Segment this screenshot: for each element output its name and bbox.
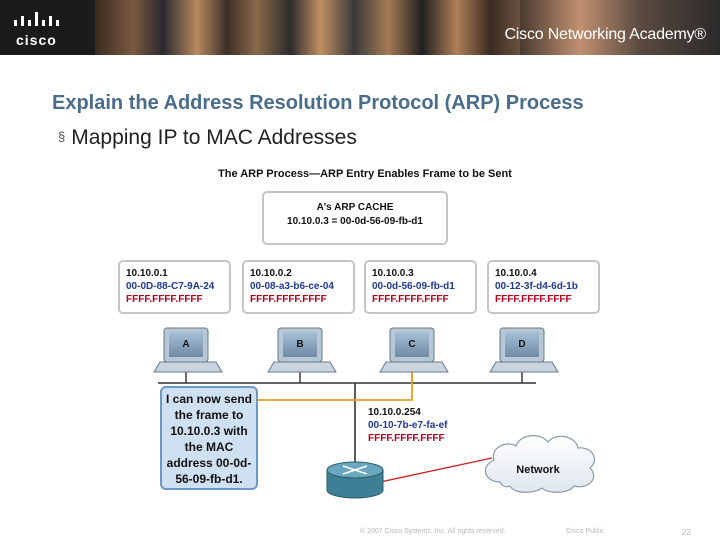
host-b-broadcast: FFFF.FFFF.FFFF (250, 294, 327, 305)
cisco-logo-text: cisco (16, 32, 57, 48)
pc-d-icon[interactable]: D (489, 327, 559, 373)
pc-b-label: B (296, 339, 303, 350)
banner: cisco Cisco Networking Academy® (0, 0, 720, 55)
host-a-broadcast: FFFF.FFFF.FFFF (126, 294, 203, 305)
pc-c-label: C (408, 339, 415, 350)
diagram-title: The ARP Process—ARP Entry Enables Frame … (218, 168, 512, 180)
wan-link (379, 457, 493, 483)
gateway-broadcast: FFFF.FFFF.FFFF (368, 433, 445, 444)
host-c-info-box: 10.10.0.3 00-0d-56-09-fb-d1 FFFF.FFFF.FF… (364, 260, 477, 314)
pc-a-icon[interactable]: A (153, 327, 223, 373)
gateway-mac: 00-10-7b-e7-fa-ef (368, 420, 448, 431)
host-b-mac: 00-08-a3-b6-ce-04 (250, 281, 334, 292)
host-d-info-box: 10.10.0.4 00-12-3f-d4-6d-1b FFFF.FFFF.FF… (487, 260, 600, 314)
gateway-ip: 10.10.0.254 (368, 407, 421, 418)
host-c-ip: 10.10.0.3 (372, 268, 414, 279)
pc-d-label: D (518, 339, 525, 350)
banner-photo-right (520, 0, 720, 55)
host-c-mac: 00-0d-56-09-fb-d1 (372, 281, 455, 292)
host-c-broadcast: FFFF.FFFF.FFFF (372, 294, 449, 305)
router-icon[interactable] (326, 461, 384, 499)
footer-classification: Cisco Public (566, 528, 605, 535)
bullet-mark: § (58, 129, 66, 144)
host-a-info-box: 10.10.0.1 00-0D-88-C7-9A-24 FFFF.FFFF.FF… (118, 260, 231, 314)
slide-title: Explain the Address Resolution Protocol … (52, 92, 584, 114)
host-a-ip: 10.10.0.1 (126, 268, 168, 279)
host-d-ip: 10.10.0.4 (495, 268, 537, 279)
arp-cache-box: A's ARP CACHE 10.10.0.3 = 00-0d-56-09-fb… (262, 191, 448, 245)
host-d-mac: 00-12-3f-d4-6d-1b (495, 281, 578, 292)
pc-c-icon[interactable]: C (379, 327, 449, 373)
footer-copyright: © 2007 Cisco Systems, Inc. All rights re… (360, 528, 506, 535)
page-number: 22 (682, 528, 691, 537)
host-a-mac: 00-0D-88-C7-9A-24 (126, 281, 215, 292)
speech-bubble: I can now send the frame to 10.10.0.3 wi… (160, 386, 258, 490)
banner-photo-strip (95, 0, 520, 55)
bullet-item: § Mapping IP to MAC Addresses (58, 126, 357, 150)
network-cloud-icon: Network (484, 435, 595, 493)
pc-a-label: A (182, 339, 189, 350)
pc-b-icon[interactable]: B (267, 327, 337, 373)
network-label: Network (516, 464, 560, 476)
bullet-text: Mapping IP to MAC Addresses (71, 126, 357, 149)
host-b-ip: 10.10.0.2 (250, 268, 292, 279)
cisco-logo-bars-icon (14, 12, 59, 26)
arp-cache-entry: 10.10.0.3 = 00-0d-56-09-fb-d1 (287, 216, 423, 227)
gateway-info: 10.10.0.254 00-10-7b-e7-fa-ef FFFF.FFFF.… (368, 406, 478, 454)
cisco-logo[interactable]: cisco (12, 8, 72, 48)
host-d-broadcast: FFFF.FFFF.FFFF (495, 294, 572, 305)
arp-cache-title: A's ARP CACHE (316, 202, 394, 213)
academy-title: Cisco Networking Academy® (504, 26, 706, 43)
host-b-info-box: 10.10.0.2 00-08-a3-b6-ce-04 FFFF.FFFF.FF… (242, 260, 355, 314)
